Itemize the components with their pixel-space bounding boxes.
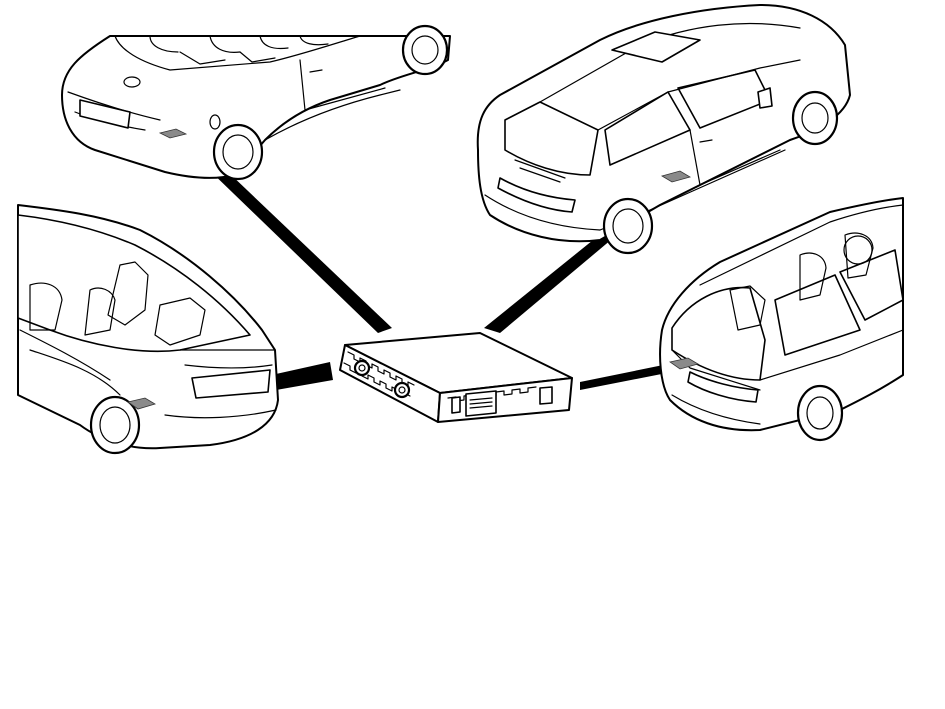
antenna-connector-1 xyxy=(353,359,371,377)
beam-estate xyxy=(580,362,682,390)
install-marker-hatchback xyxy=(660,170,692,183)
control-module xyxy=(339,332,573,423)
vehicle-hatchback xyxy=(476,4,851,255)
connector-port-small xyxy=(539,386,553,405)
install-marker-estate xyxy=(669,357,700,370)
vehicle-estate xyxy=(659,197,904,442)
install-marker-sedan xyxy=(127,397,156,410)
install-marker-convertible xyxy=(158,128,188,139)
vehicle-sedan xyxy=(17,204,279,455)
vehicle-convertible xyxy=(61,24,451,181)
antenna-connector-2 xyxy=(393,381,411,399)
beam-convertible xyxy=(175,133,392,333)
